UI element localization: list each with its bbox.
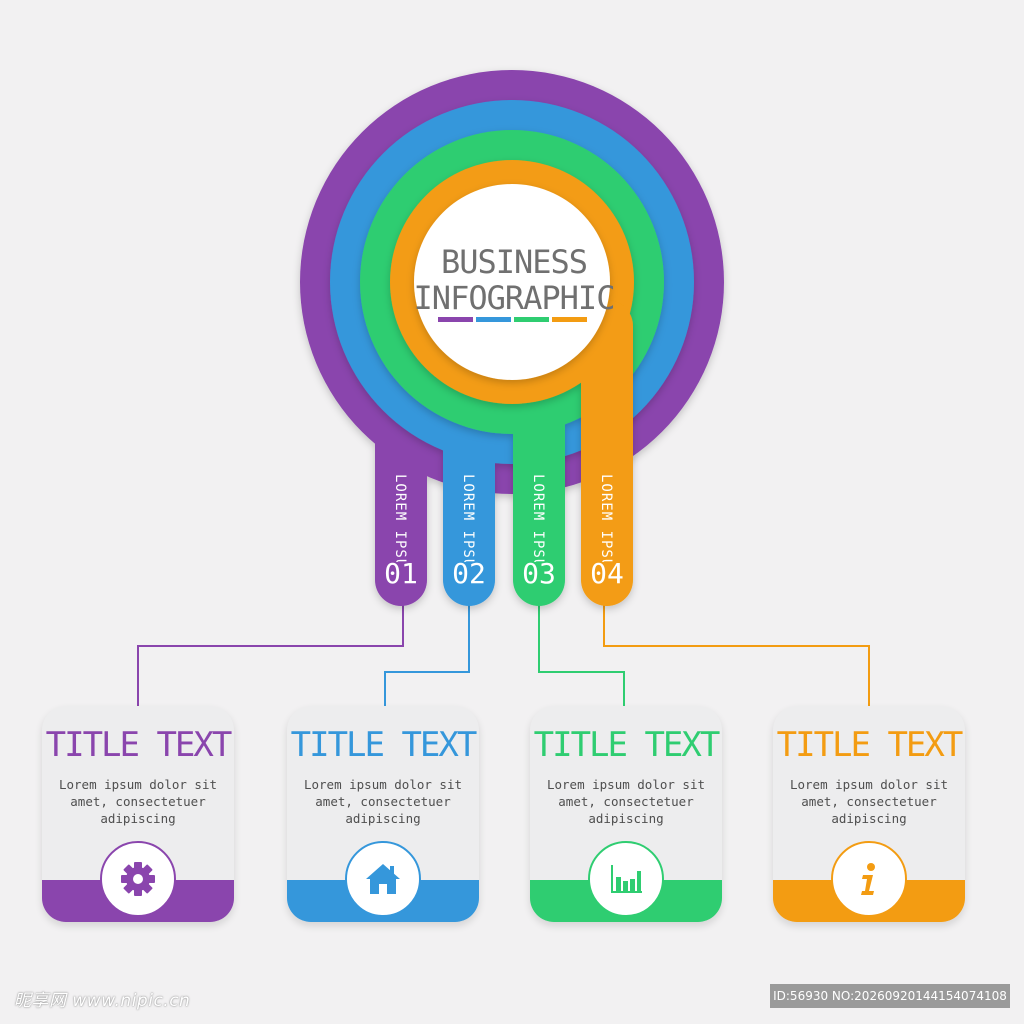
card-2-title: TITLE TEXT — [290, 725, 478, 765]
stem-label-4: LOREM IPSUM — [599, 474, 613, 562]
gear-icon — [121, 862, 155, 896]
card-4: TITLE TEXT Lorem ipsum dolor sit amet, c… — [773, 706, 965, 922]
card-4-title: TITLE TEXT — [776, 725, 964, 765]
watermark-left: 昵享网 www.nipic.cn — [14, 991, 191, 1011]
title-line-1: BUSINESS — [440, 243, 588, 281]
stem-number-3: 03 — [522, 557, 556, 590]
card-3: TITLE TEXT Lorem ipsum dolor sit amet, c… — [530, 706, 722, 922]
watermark-right: ID:56930 NO:20260920144154074108 — [770, 984, 1010, 1008]
card-3-title: TITLE TEXT — [533, 725, 721, 765]
stem-number-4: 04 — [590, 557, 624, 590]
card-3-text: Lorem ipsum dolor sit amet, consectetuer… — [546, 777, 706, 826]
stem-number-2: 02 — [452, 557, 486, 590]
home-icon — [366, 864, 400, 894]
card-1-icon-circle — [100, 841, 176, 917]
card-1-title: TITLE TEXT — [45, 725, 233, 765]
info-icon — [861, 863, 875, 895]
card-4-icon-circle — [831, 841, 907, 917]
stem-label-2: LOREM IPSUM — [461, 474, 475, 562]
title-underline-orange — [552, 317, 587, 322]
bar-chart-icon — [611, 865, 642, 893]
card-2-icon-circle — [345, 841, 421, 917]
title-underline-blue — [476, 317, 511, 322]
card-4-text: Lorem ipsum dolor sit amet, consectetuer… — [789, 777, 949, 826]
stem-label-3: LOREM IPSUM — [531, 474, 545, 562]
connector-3 — [538, 590, 625, 706]
connector-1 — [137, 590, 404, 706]
connector-2 — [384, 590, 470, 706]
title-underline-green — [514, 317, 549, 322]
card-3-icon-circle — [588, 841, 664, 917]
card-2: TITLE TEXT Lorem ipsum dolor sit amet, c… — [287, 706, 479, 922]
title-line-2: INFOGRAPHIC — [413, 279, 616, 317]
card-1-text: Lorem ipsum dolor sit amet, consectetuer… — [58, 777, 218, 826]
stem-label-1: LOREM IPSUM — [393, 474, 407, 562]
card-2-text: Lorem ipsum dolor sit amet, consectetuer… — [303, 777, 463, 826]
card-1: TITLE TEXT Lorem ipsum dolor sit amet, c… — [42, 706, 234, 922]
stem-number-1: 01 — [384, 557, 418, 590]
center-circle — [414, 184, 610, 380]
connector-4 — [603, 590, 870, 706]
title-underline-purple — [438, 317, 473, 322]
